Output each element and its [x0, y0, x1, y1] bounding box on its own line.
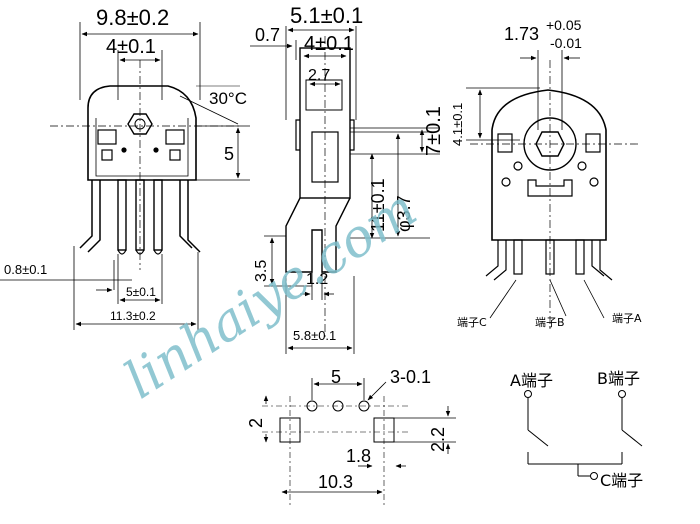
schematic-terminal-c: C端子: [600, 471, 643, 490]
front-view: [50, 60, 240, 270]
side-lead-width: 1.2: [306, 271, 328, 288]
side-slot: 2.7: [308, 67, 330, 84]
front-base-width: 11.3±0.2: [110, 309, 156, 323]
pcb-span: 10.3: [318, 472, 353, 492]
pcb-layout: [262, 396, 410, 508]
front-height-shaft: 5: [224, 144, 234, 164]
back-terminal-b: 端子B: [535, 316, 565, 329]
pcb-pad-height: 2.2: [428, 427, 448, 452]
front-width-overall: 9.8±0.2: [96, 5, 169, 30]
back-tol-minus: -0.01: [550, 35, 582, 51]
schematic-terminal-b: B端子: [597, 369, 640, 388]
pcb-holes: 3-0.1: [390, 367, 431, 387]
back-terminal-a: 端子A: [612, 312, 642, 325]
side-dimensions: [250, 26, 440, 354]
front-angle: 30°C: [209, 89, 247, 108]
back-hole-height: 4.1±0.1: [450, 103, 465, 146]
back-terminal-c: 端子C: [457, 316, 487, 329]
back-view: [470, 60, 640, 330]
side-foot-width: 5.8±0.1: [293, 328, 336, 343]
pcb-row-gap: 2: [246, 418, 266, 428]
side-shaft-diameter: φ3.7: [394, 195, 414, 232]
schematic-terminal-a: A端子: [510, 371, 553, 390]
pcb-pad-width: 1.8: [346, 446, 371, 466]
front-dimensions: [0, 22, 250, 330]
back-hole-width: 1.73: [504, 24, 539, 44]
side-width-inner: 4±0.1: [304, 33, 354, 55]
side-offset: 0.7: [255, 25, 280, 45]
back-dimensions: [466, 50, 605, 319]
side-view: [285, 36, 355, 340]
front-pin-width: 0.8±0.1: [4, 262, 47, 277]
side-width-top: 5.1±0.1: [290, 3, 363, 28]
schematic: [524, 390, 643, 480]
back-tol-plus: +0.05: [546, 17, 582, 33]
front-pin-spacing: 5±0.1: [126, 285, 156, 299]
pcb-pitch: 5: [331, 367, 341, 387]
side-lead-height: 3.5: [253, 260, 270, 282]
side-shaft-length: 11±0.1: [368, 178, 388, 232]
pcb-dimensions: [263, 378, 456, 495]
front-width-inner: 4±0.1: [106, 36, 156, 58]
side-shaft-height: 7±0.1: [423, 106, 445, 156]
